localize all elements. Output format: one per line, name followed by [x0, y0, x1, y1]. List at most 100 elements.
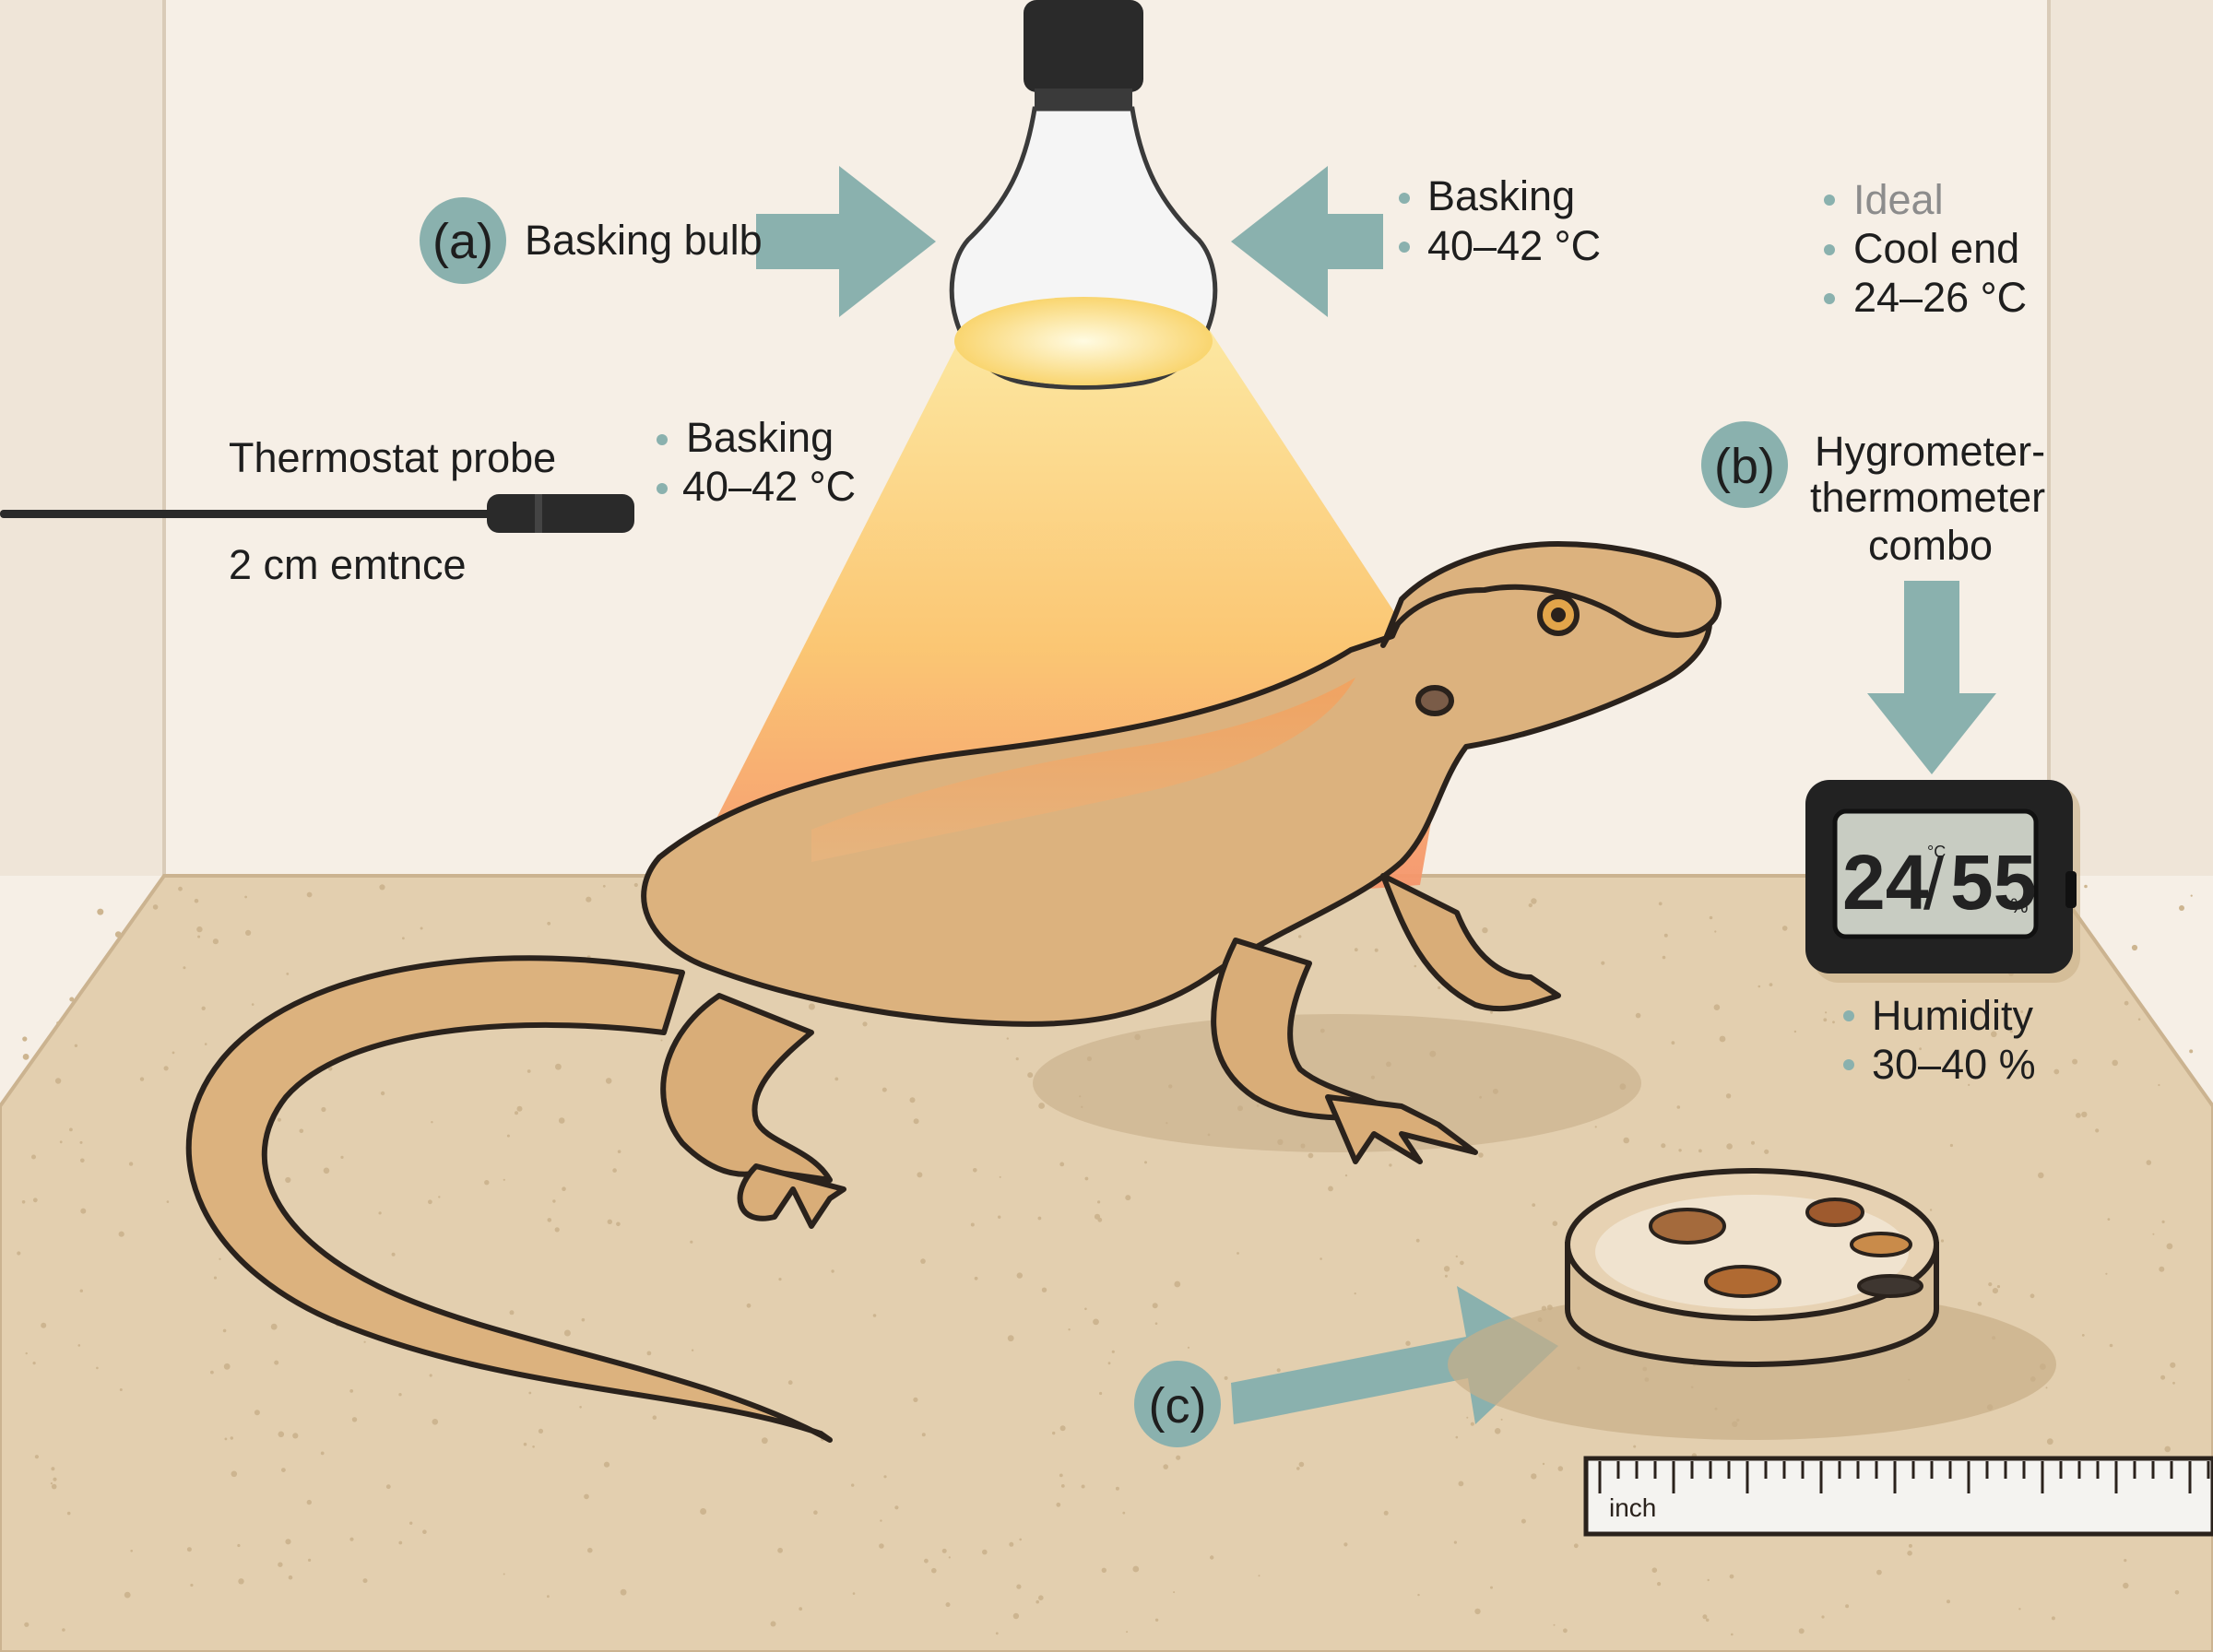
- substrate-speckle: [1949, 1143, 1953, 1148]
- substrate-speckle: [1832, 1021, 1835, 1024]
- substrate-speckle: [21, 1200, 26, 1204]
- substrate-speckle: [1154, 1322, 1158, 1325]
- substrate-speckle: [515, 1111, 518, 1115]
- arrow-right-to-bulb[interactable]: [756, 166, 936, 317]
- substrate-speckle: [1016, 1584, 1022, 1589]
- substrate-speckle: [306, 891, 313, 898]
- substrate-speckle: [1823, 1018, 1828, 1022]
- substrate-speckle: [274, 1360, 279, 1365]
- substrate-speckle: [428, 1199, 432, 1205]
- substrate-speckle: [1977, 1302, 1982, 1306]
- substrate-speckle: [1651, 1567, 1658, 1573]
- display-separator: /: [1923, 843, 1945, 925]
- basking-probe-line-2: 40–42 °C: [682, 463, 856, 510]
- substrate-speckle: [286, 973, 290, 975]
- substrate-speckle: [948, 1556, 951, 1559]
- device-button[interactable]: [2065, 871, 2077, 908]
- substrate-speckle: [224, 1437, 228, 1441]
- substrate-speckle: [222, 1328, 227, 1333]
- side-wall-left: [0, 0, 164, 876]
- substrate-speckle: [2112, 1059, 2118, 1067]
- badge-c[interactable]: [1134, 1361, 1221, 1447]
- substrate-speckle: [1845, 1604, 1850, 1609]
- dragon-pupil: [1551, 608, 1566, 622]
- bulb-socket: [1024, 0, 1143, 92]
- substrate-speckle: [523, 1442, 527, 1446]
- substrate-speckle: [1825, 1011, 1828, 1014]
- ruler-body: [1583, 1456, 2213, 1537]
- substrate-speckle: [509, 1310, 515, 1316]
- badge-a[interactable]: [420, 197, 506, 284]
- substrate-speckle: [379, 884, 385, 891]
- substrate-speckle: [1992, 1288, 1998, 1294]
- substrate-speckle: [1258, 1575, 1260, 1577]
- substrate-speckle: [118, 1231, 124, 1237]
- substrate-speckle: [1988, 1282, 1993, 1287]
- substrate-speckle: [32, 1198, 38, 1203]
- substrate-speckle: [1725, 1093, 1732, 1099]
- larva: [1850, 1232, 1912, 1257]
- substrate-speckle: [587, 1547, 593, 1553]
- basking-top-line-2: 40–42 °C: [1427, 222, 1601, 269]
- bulb-glow: [954, 297, 1213, 385]
- substrate-speckle: [2038, 1172, 2044, 1179]
- substrate-speckle: [219, 1257, 221, 1260]
- substrate-speckle: [17, 1251, 21, 1256]
- substrate-speckle: [2081, 1111, 2088, 1118]
- substrate-speckle: [879, 1543, 884, 1549]
- substrate-speckle: [538, 1428, 544, 1434]
- substrate-speckle: [778, 1278, 782, 1281]
- substrate-speckle: [1658, 902, 1663, 906]
- substrate-speckle: [285, 1176, 291, 1184]
- basking-top-line-1: Basking: [1427, 172, 1575, 219]
- substrate-speckle: [163, 1066, 169, 1071]
- display-humidity: 55: [1950, 839, 2036, 926]
- substrate-speckle: [380, 1091, 385, 1096]
- substrate-speckle: [327, 1067, 333, 1071]
- dragon-back-foot: [737, 1163, 846, 1229]
- substrate-speckle: [1101, 1567, 1107, 1574]
- substrate-speckle: [69, 997, 75, 1002]
- substrate-speckle: [362, 1578, 368, 1584]
- substrate-speckle: [2124, 1000, 2129, 1006]
- substrate-speckle: [79, 1289, 84, 1292]
- substrate-speckle: [74, 1044, 78, 1048]
- substrate-speckle: [53, 1477, 57, 1481]
- substrate-speckle: [1478, 1152, 1484, 1158]
- substrate-speckle: [1460, 1260, 1464, 1266]
- substrate-speckle: [552, 1199, 556, 1203]
- bullet-cool-end: [1824, 244, 1835, 255]
- substrate-speckle: [2124, 1559, 2127, 1563]
- arrow-left-to-bulb[interactable]: [1231, 166, 1383, 317]
- hygrometer-thermometer-device[interactable]: 24 °C / 55 %: [1805, 780, 2080, 983]
- substrate-speckle: [2159, 1266, 2165, 1272]
- substrate-speckle: [920, 1258, 926, 1264]
- substrate-speckle: [616, 1221, 621, 1227]
- substrate-speckle: [2189, 1049, 2194, 1054]
- substrate-speckle: [69, 1127, 73, 1132]
- bullet-humidity-2: [1843, 1059, 1854, 1070]
- substrate-speckle: [244, 895, 247, 899]
- substrate-speckle: [880, 1519, 882, 1522]
- substrate-speckle: [1405, 1340, 1411, 1346]
- substrate-speckle: [288, 1575, 293, 1580]
- substrate-speckle: [883, 1475, 887, 1479]
- substrate-speckle: [1663, 933, 1668, 938]
- substrate-speckle: [700, 1508, 707, 1515]
- substrate-speckle: [1751, 1140, 1755, 1145]
- substrate-speckle: [398, 1540, 403, 1545]
- substrate-speckle: [1296, 1467, 1300, 1470]
- substrate-speckle: [1764, 1149, 1769, 1154]
- substrate-speckle: [777, 1547, 783, 1553]
- substrate-speckle: [607, 1219, 612, 1225]
- substrate-speckle: [385, 1484, 391, 1490]
- badge-b[interactable]: [1701, 421, 1788, 508]
- substrate-speckle: [579, 1406, 582, 1409]
- substrate-speckle: [1107, 1362, 1111, 1365]
- substrate-speckle: [1174, 1280, 1181, 1288]
- probe-tip-band: [535, 494, 542, 533]
- substrate-speckle: [602, 884, 606, 888]
- roach-1: [1704, 1265, 1781, 1298]
- arrow-down-to-meter[interactable]: [1867, 581, 1996, 774]
- substrate-speckle: [1122, 1511, 1126, 1515]
